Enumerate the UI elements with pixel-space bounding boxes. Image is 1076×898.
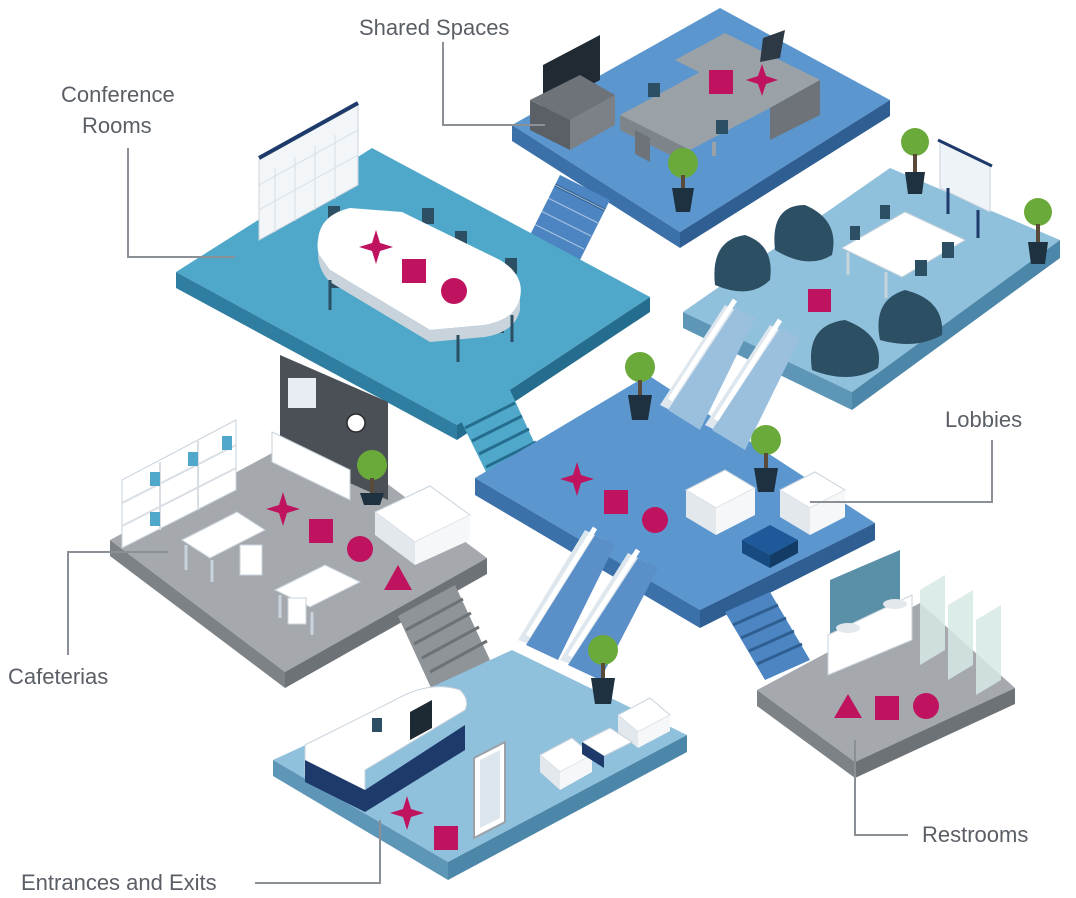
label-cafeterias: Cafeterias <box>8 664 109 689</box>
stall-icon <box>920 575 1001 695</box>
label-shared-spaces: Shared Spaces <box>359 15 510 40</box>
star-marker <box>746 64 778 96</box>
bean-bag-icon <box>714 205 943 378</box>
sofa-icon <box>374 485 471 565</box>
hub-lobby-zone <box>475 298 875 680</box>
coffee-table-icon <box>742 525 798 568</box>
square-marker <box>434 826 458 850</box>
shared-spaces-zone <box>512 8 890 260</box>
entrance-markers <box>390 796 458 850</box>
shared-spaces-markers <box>709 64 778 96</box>
bookshelf-icon <box>121 419 237 549</box>
plant-icon <box>625 352 655 420</box>
dining-table-icon <box>273 564 362 635</box>
stairs-shared <box>530 175 610 260</box>
circle-marker <box>642 507 668 533</box>
leader-lobbies <box>810 440 993 503</box>
tv-icon <box>530 35 615 150</box>
hub-lobby-markers <box>560 462 668 533</box>
square-marker <box>875 696 899 720</box>
reception-desk-icon <box>304 686 468 812</box>
label-conference-rooms-line1: Conference <box>61 82 175 107</box>
coffee-table-icon <box>580 727 634 768</box>
square-marker <box>808 289 831 312</box>
square-marker <box>309 519 333 543</box>
plant-icon <box>668 148 698 212</box>
escalator-icon <box>518 526 658 680</box>
lounge-table-icon <box>840 205 967 298</box>
lounge-markers <box>808 289 831 312</box>
cafeteria-markers <box>266 492 412 590</box>
leader-entrances <box>255 820 381 884</box>
circle-marker <box>441 278 467 304</box>
chair-icon <box>648 83 728 156</box>
label-entrances-exits: Entrances and Exits <box>21 870 217 895</box>
whiteboard-icon <box>258 101 359 241</box>
leader-conference-rooms <box>127 148 235 258</box>
entrance-zone <box>273 635 687 880</box>
circle-marker <box>347 536 373 562</box>
leader-cafeterias <box>67 551 168 655</box>
conference-rooms-markers <box>359 230 467 304</box>
square-marker <box>604 490 628 514</box>
leader-restrooms <box>854 740 908 836</box>
star-marker <box>266 492 300 526</box>
label-lobbies: Lobbies <box>945 407 1023 432</box>
plant-icon <box>1024 198 1052 264</box>
armchair-icon <box>684 469 757 535</box>
circle-marker <box>913 693 939 719</box>
square-marker <box>402 259 426 283</box>
whiteboard-icon <box>937 138 993 238</box>
plant-icon <box>357 450 387 505</box>
square-marker <box>709 70 733 94</box>
armchair-icon <box>617 697 671 748</box>
plant-icon <box>901 128 929 194</box>
vanity-icon <box>827 550 913 676</box>
door-icon <box>473 740 506 840</box>
escalator-icon <box>660 298 800 450</box>
stairs-cafeteria <box>398 585 490 690</box>
cafeteria-zone <box>110 355 490 690</box>
star-marker <box>560 462 594 496</box>
triangle-marker <box>384 565 412 590</box>
leader-shared-spaces <box>442 42 545 126</box>
leader-lines <box>67 42 993 884</box>
label-restrooms: Restrooms <box>922 822 1029 847</box>
restrooms-markers <box>834 693 939 720</box>
label-conference-rooms-line2: Rooms <box>82 113 152 138</box>
triangle-marker <box>834 694 862 718</box>
plant-icon <box>588 635 618 704</box>
star-marker <box>390 796 424 830</box>
stairs-restroom <box>725 592 810 680</box>
plant-icon <box>751 425 781 492</box>
dining-table-icon <box>180 511 267 582</box>
restrooms-zone <box>757 550 1015 778</box>
star-marker <box>359 230 393 264</box>
